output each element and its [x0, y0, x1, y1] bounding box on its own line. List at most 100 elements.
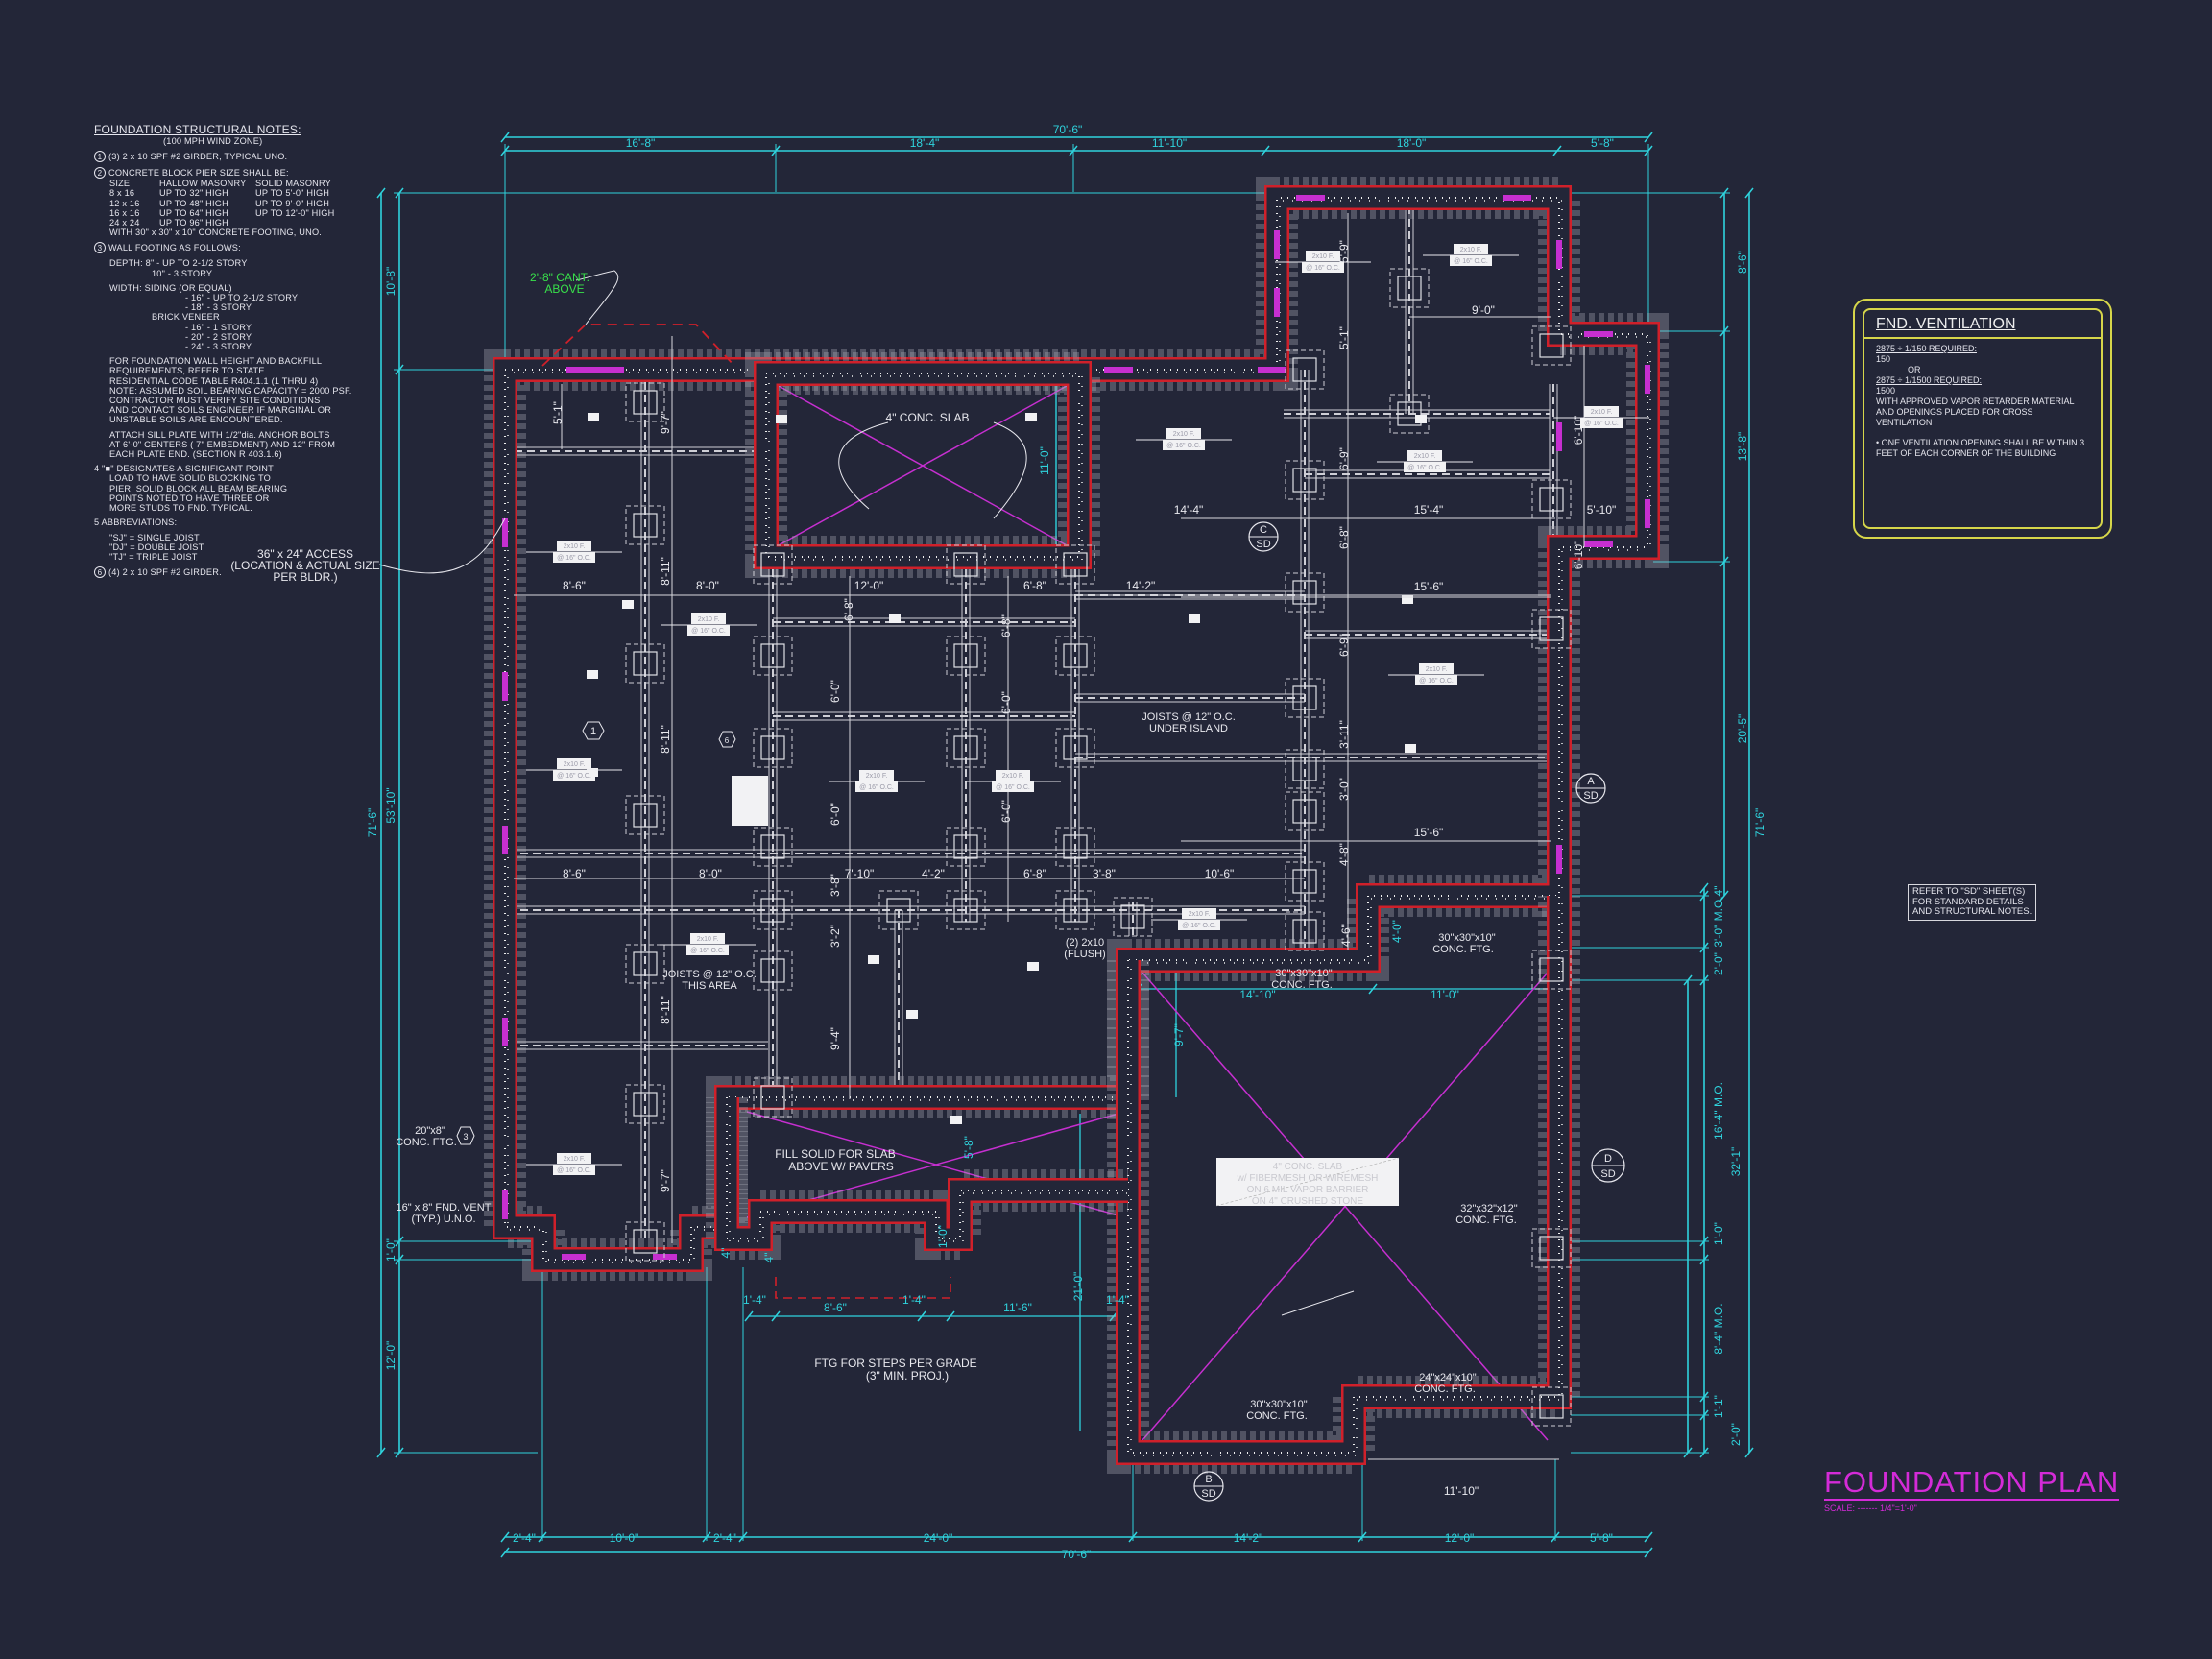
dim-interior: 11'-6" [1003, 1301, 1032, 1314]
ventilation-or: OR [1908, 365, 1921, 374]
pier [1063, 643, 1088, 668]
foundation-vent [1104, 367, 1133, 373]
dim-top: 18'-0" [1397, 136, 1427, 150]
pier [953, 643, 978, 668]
dim-bottom: 2'-4" [713, 1531, 736, 1545]
table-cell: UP TO 9'-0" HIGH [255, 198, 330, 208]
dim-right-inner: 2'-0" [1712, 952, 1725, 975]
section-letter: A [1587, 776, 1595, 787]
pier-footing [753, 827, 793, 867]
pier-footing [1055, 890, 1095, 930]
misc-lines [378, 213, 1585, 1460]
dim-interior: 8'-0" [696, 579, 719, 592]
dim-interior: 9'-7" [659, 411, 672, 434]
pier [760, 834, 785, 859]
joist-tag-label: 2x10 F. [1173, 431, 1195, 438]
drawing-scale: SCALE: ------- 1/4"=1'-0" [1824, 1503, 1917, 1513]
joist-tag [1580, 418, 1623, 428]
dimension-tick [1744, 187, 1754, 199]
hex-tag-label: 1 [590, 726, 596, 737]
porch-slab-wall-texture [768, 375, 1083, 561]
dim-interior: 1'-4" [1106, 1293, 1129, 1307]
leader-line [575, 270, 619, 325]
pier-footing [1055, 728, 1095, 768]
pier-footing [753, 950, 793, 991]
note-line: BRICK VENEER [152, 312, 220, 323]
dim-interior: 11'-0" [1038, 446, 1051, 475]
dim-top: 18'-4" [910, 136, 940, 150]
joist-tag-label: @ 16" O.C. [557, 1167, 591, 1174]
dim-bottom: 2'-4" [513, 1531, 536, 1545]
dim-left: 53'-10" [384, 787, 397, 823]
note-3: WALL FOOTING AS FOLLOWS: [108, 243, 241, 253]
cantilever-outline [541, 324, 735, 367]
section-sheet: SD [1256, 539, 1270, 550]
pier-footing [1285, 861, 1325, 902]
joist-tag [553, 1165, 595, 1175]
refer-line: REFER TO "SD" SHEET(S) [1912, 886, 2026, 897]
dim-interior: 9'-0" [1472, 303, 1495, 317]
dim-interior: 8'-11" [659, 557, 672, 586]
joist-tag [1182, 908, 1216, 919]
dimension-tick [1368, 983, 1378, 995]
joist-tag [1306, 251, 1340, 261]
footing-note: CONC. FTG. [1271, 979, 1333, 991]
point-load-marker [1415, 415, 1427, 423]
access-note: PER BLDR.) [273, 570, 337, 584]
joist-tag [1415, 675, 1457, 685]
dim-interior: 6'-9" [1337, 634, 1351, 657]
dimension-tick [500, 1547, 510, 1558]
pier-footing [753, 636, 793, 676]
refer-sd-note: REFER TO "SD" SHEET(S) FOR STANDARD DETA… [1908, 884, 2037, 921]
joist-tag-label: 2x10 F. [1312, 253, 1334, 260]
pier [1539, 616, 1564, 641]
hex-tag-6: 6 [718, 731, 736, 748]
pier-footing [1285, 460, 1325, 500]
foundation-vent [502, 518, 508, 547]
ventilation-bullet: • ONE VENTILATION OPENING SHALL BE WITHI… [1876, 438, 2085, 458]
note-line: "TJ" = TRIPLE JOIST [109, 551, 198, 562]
table-cell: 16 x 16 [109, 207, 140, 218]
pier [1063, 898, 1088, 923]
point-load-marker [868, 955, 879, 964]
ventilation-title: FND. VENTILATION [1876, 316, 2016, 332]
table-cell: 12 x 16 [109, 198, 140, 208]
table-cell: 24 x 24 [109, 218, 140, 228]
dim-interior: 6'-8" [842, 598, 855, 621]
dim-right-inner: 4" [1712, 886, 1725, 897]
fill-solid-note: ABOVE W/ PAVERS [788, 1160, 894, 1173]
garage-slab-note: 4" CONC. SLAB w/ FIBERMESH OR WIREMESH O… [1215, 1157, 1400, 1207]
fill-solid-note: FILL SOLID FOR SLAB [775, 1147, 896, 1161]
pier [760, 643, 785, 668]
joist-tag-label: 2x10 F. [1002, 773, 1024, 780]
pier-footing [1285, 911, 1325, 951]
porch-slab-note: 4" CONC. SLAB [886, 411, 970, 424]
dim-interior: 21'-0" [1071, 1272, 1085, 1302]
ventilation-line: 2875 ÷ 1/1500 REQUIRED: [1876, 375, 1982, 385]
table-header: HALLOW MASONRY [159, 179, 247, 189]
dim-interior: 9'-7" [1172, 1023, 1186, 1046]
pier-footing [625, 1084, 665, 1124]
pier [1292, 357, 1317, 382]
dim-interior: 1'-4" [902, 1293, 926, 1307]
point-load-marker [889, 614, 901, 623]
dim-top-total: 70'-6" [1053, 123, 1083, 136]
dim-interior: 1'-4" [743, 1293, 766, 1307]
point-load-marker [950, 1116, 962, 1124]
pier [1397, 276, 1422, 301]
garage-slab-note-line: w/ FIBERMESH OR WIREMESH [1237, 1173, 1379, 1184]
dim-right-inner: 2'-0" [1729, 1423, 1743, 1446]
joist-tag [1404, 462, 1446, 472]
note-line: - 20" - 2 STORY [185, 331, 252, 342]
pier-footing [1531, 1228, 1572, 1268]
joist-tag-label: 2x10 F. [1460, 247, 1482, 253]
pier-footing [1531, 1386, 1572, 1427]
drawing-title: FOUNDATION PLAN [1824, 1465, 2120, 1501]
joist-tag-label: @ 16" O.C. [1419, 678, 1454, 685]
dim-left: 10'-8" [384, 267, 397, 297]
dim-interior: 6'-8" [999, 614, 1013, 637]
foundation-vent [1556, 845, 1562, 874]
pier-footing [1055, 544, 1095, 585]
table-cell: UP TO 96" HIGH [159, 218, 228, 228]
